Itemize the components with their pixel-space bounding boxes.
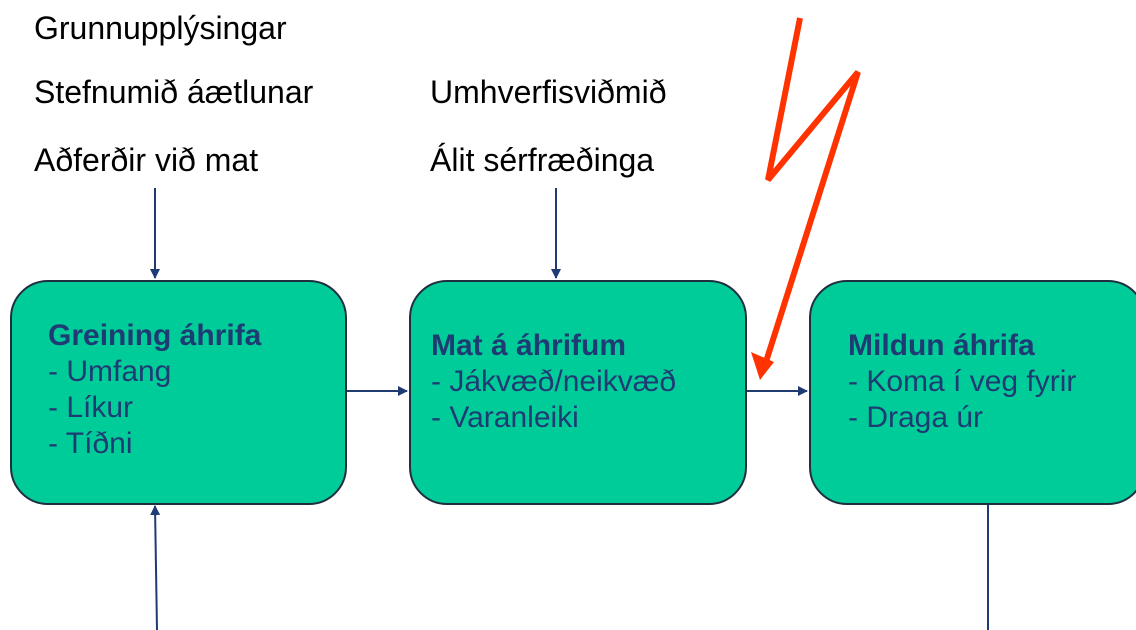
box-impact-assessment-title: Mat á áhrifum (431, 329, 627, 362)
input-label-expert-opinion: Álit sérfræðinga (430, 142, 655, 178)
box-impact-assessment-item: - Jákvæð/neikvæð (431, 365, 677, 398)
input-label-environmental-criteria: Umhverfisviðmið (430, 74, 667, 110)
lightning-arrowhead-icon (751, 352, 774, 380)
box-impact-assessment-item: - Varanleiki (431, 401, 579, 434)
box-impact-mitigation-item: - Koma í veg fyrir (848, 365, 1077, 398)
box-impact-identification-item: - Umfang (48, 355, 172, 388)
box-impact-mitigation: Mildun áhrifa - Koma í veg fyrir - Draga… (809, 280, 1136, 505)
lightning-bolt-icon (761, 17, 861, 369)
box-impact-identification: Greining áhrifa - Umfang - Líkur - Tíðni (10, 280, 347, 505)
box-impact-identification-item: - Líkur (48, 391, 134, 424)
input-label-assessment-methods: Aðferðir við mat (34, 142, 259, 178)
input-label-plan-objectives: Stefnumið áætlunar (34, 74, 314, 110)
input-label-basic-info: Grunnupplýsingar (34, 10, 287, 46)
box-impact-identification-item: - Tíðni (48, 427, 133, 460)
box-impact-identification-title: Greining áhrifa (48, 319, 262, 352)
box-impact-assessment: Mat á áhrifum - Jákvæð/neikvæð - Varanle… (409, 280, 747, 505)
box-impact-mitigation-item: - Draga úr (848, 401, 984, 434)
arrow-feedback-into-box1 (150, 505, 161, 630)
box-impact-mitigation-title: Mildun áhrifa (848, 329, 1035, 362)
